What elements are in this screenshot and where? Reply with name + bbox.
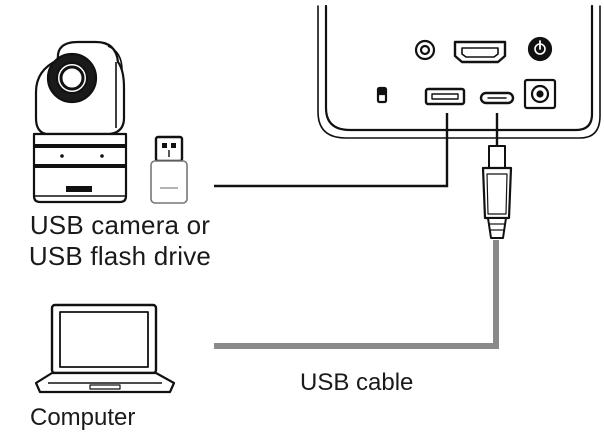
device-rear-panel [317, 4, 601, 139]
usb-c-port [479, 91, 515, 105]
laptop-icon [34, 303, 176, 394]
usb-cable-line [214, 240, 499, 349]
hdmi-port [453, 40, 507, 64]
usb-device-label-line1: USB camera or [29, 210, 211, 240]
usb-c-connector-icon [481, 113, 513, 239]
usb-flash-drive-icon [150, 135, 188, 204]
power-button [527, 36, 553, 62]
usb-device-connection-line [214, 113, 449, 188]
usb-device-label: USB camera or USB flash drive [0, 210, 240, 272]
computer-label: Computer [30, 404, 136, 431]
usb-device-label-line2: USB flash drive [28, 241, 212, 271]
usb-cable-label: USB cable [300, 369, 414, 396]
kensington-lock [376, 86, 388, 104]
dc-power-jack [523, 78, 557, 110]
audio-jack [414, 39, 436, 61]
usb-a-port [424, 87, 466, 106]
ptz-camera-icon [32, 40, 128, 204]
